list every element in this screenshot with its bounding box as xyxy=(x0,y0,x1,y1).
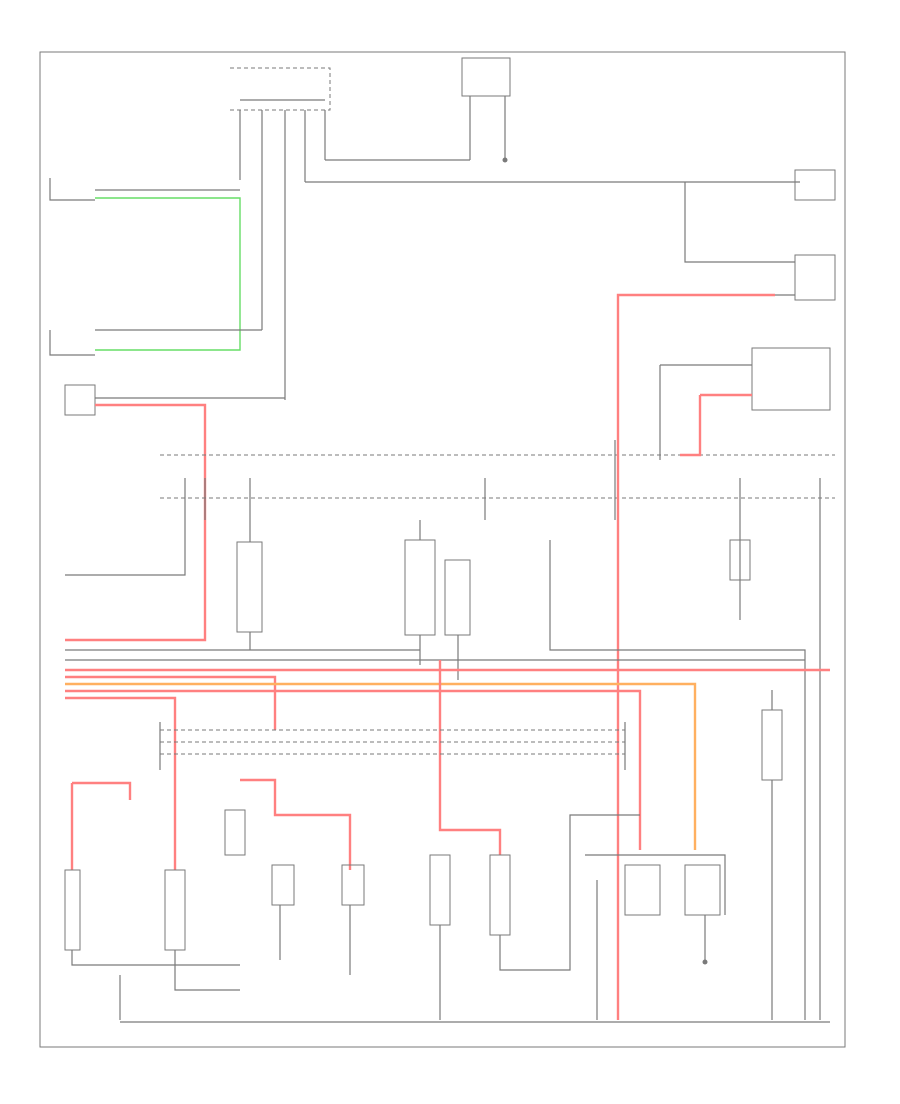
left-upper-switch xyxy=(49,178,262,356)
wire-harness-bundle xyxy=(65,649,830,870)
wire-red-vertical-right xyxy=(616,293,775,1020)
mid-center-relays xyxy=(404,520,806,1020)
lower-left-module xyxy=(64,781,240,1020)
wire-right-drop xyxy=(684,182,775,263)
right-power-module xyxy=(659,347,831,460)
mid-left-relay xyxy=(236,520,263,650)
wire-left-tap xyxy=(65,520,186,576)
right-top-module xyxy=(775,169,836,301)
right-mid-switch xyxy=(729,520,751,620)
lower-mid-switches xyxy=(429,814,640,1020)
bus-taps xyxy=(184,440,821,520)
ground-symbol xyxy=(502,157,508,163)
ground-symbol-lower xyxy=(702,959,708,965)
lower-right-relays xyxy=(585,854,726,1020)
left-lower-switch xyxy=(64,384,285,642)
right-side-module xyxy=(761,709,783,781)
diagram-border xyxy=(39,51,846,1048)
top-right-relay xyxy=(325,57,511,163)
lower-center-relays xyxy=(224,778,365,975)
top-fuse-block xyxy=(230,67,331,400)
junction-block xyxy=(160,729,625,755)
junction-ends xyxy=(159,722,626,770)
